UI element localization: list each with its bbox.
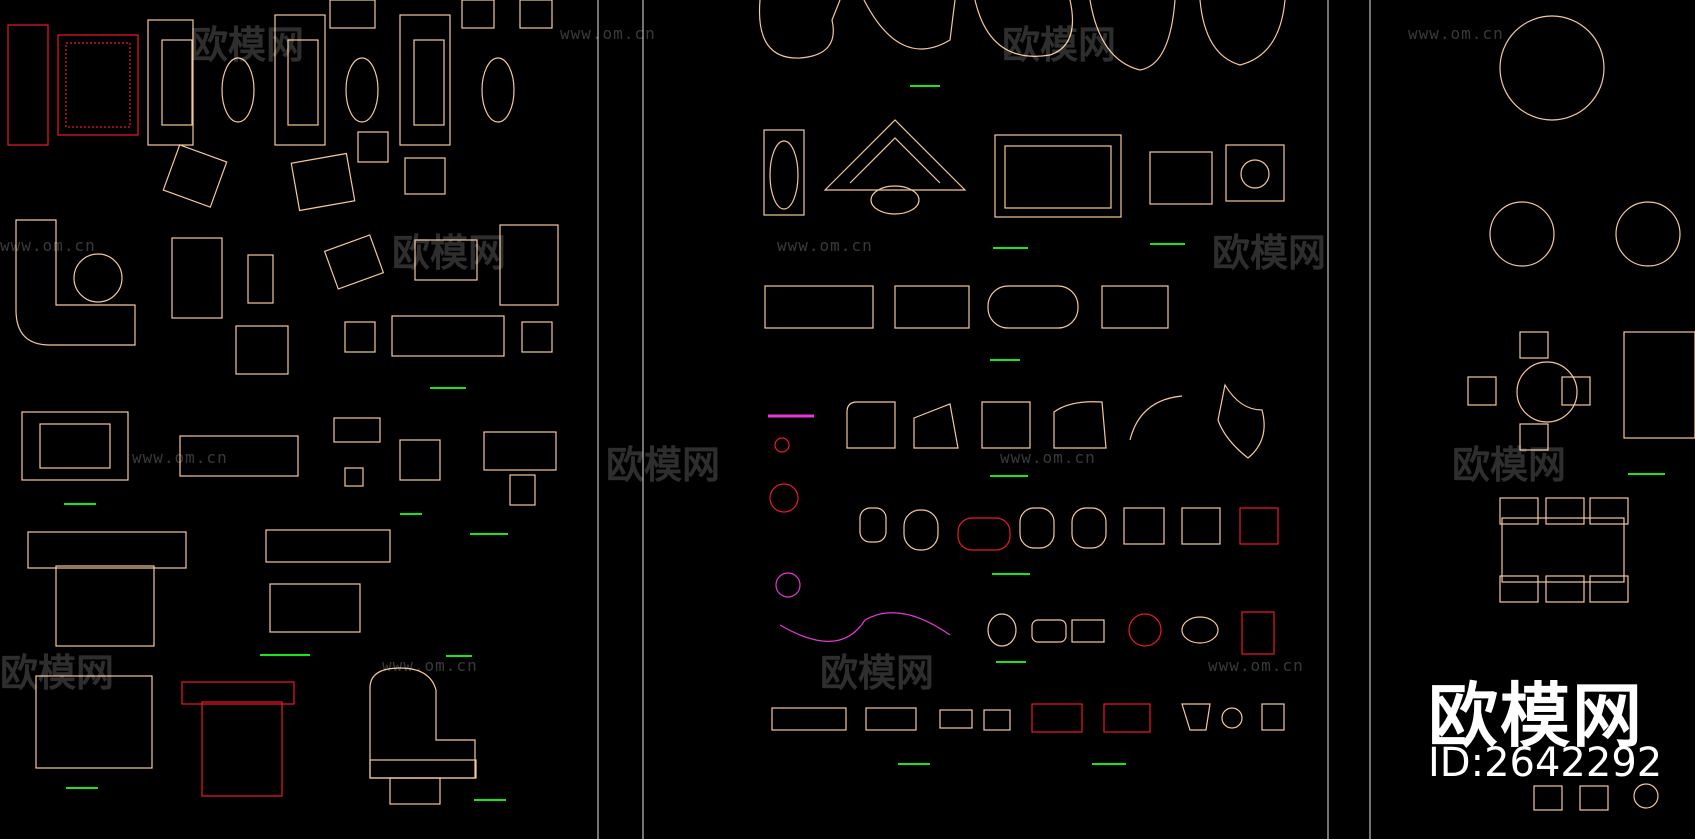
watermark-url: www.om.cn [132, 448, 228, 467]
watermark-logo: 欧模网 [1452, 443, 1567, 487]
watermark-logo: 欧模网 [606, 443, 721, 487]
layer-labels [64, 85, 1665, 801]
watermark-logo: 欧模网 [1002, 23, 1117, 67]
dining-blocks [1467, 15, 1695, 811]
bathroom-blocks [758, 0, 1286, 733]
watermark-url: www.om.cn [1408, 24, 1504, 43]
watermark-url: www.om.cn [0, 236, 96, 255]
drawing-frame [597, 0, 1371, 839]
watermark-logo: 欧模网 [1212, 231, 1327, 275]
watermark-url: www.om.cn [382, 656, 478, 675]
brand-logo-text: 欧模网 [1428, 675, 1644, 757]
watermark-url: www.om.cn [1000, 448, 1096, 467]
watermark-logo: 欧模网 [392, 231, 507, 275]
watermark-logo: 欧模网 [0, 651, 115, 695]
watermark-logo: 欧模网 [190, 23, 305, 67]
watermark-logo: 欧模网 [820, 651, 935, 695]
brand-id-text: ID:2642292 [1428, 740, 1663, 786]
watermark-url: www.om.cn [1208, 656, 1304, 675]
living-room-blocks [7, 0, 559, 805]
watermark-url: www.om.cn [560, 24, 656, 43]
watermark-url: www.om.cn [777, 236, 873, 255]
